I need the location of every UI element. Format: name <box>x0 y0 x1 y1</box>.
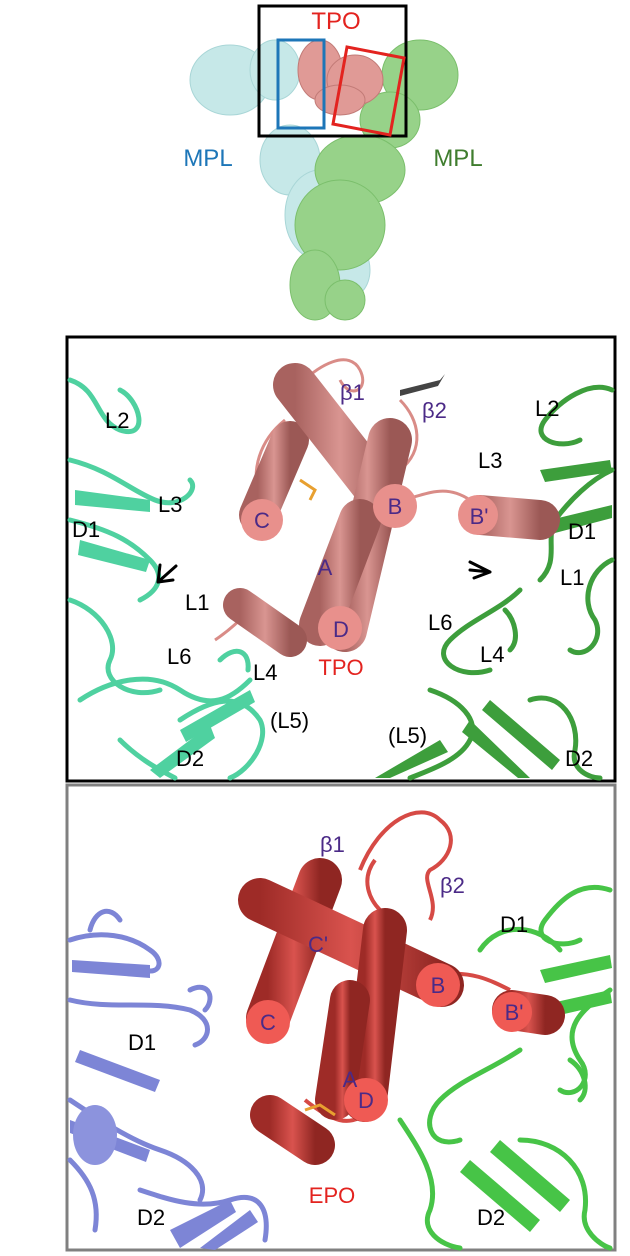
overview-structure: TPO MPL MPL <box>183 4 483 321</box>
tpo-label-helix-c: C <box>254 508 270 533</box>
epo-left-label-d1: D1 <box>128 1030 156 1055</box>
tpo-right-label-l6: L6 <box>428 610 452 635</box>
epo-ligand <box>238 810 565 1165</box>
tpo-label-ligand: TPO <box>318 655 363 680</box>
tpo-label-helix-a: A <box>318 555 333 580</box>
epo-left-label-d2: D2 <box>137 1205 165 1230</box>
tpo-left-receptor <box>67 377 266 781</box>
epo-complex-panel: β1 β2 C' C B B' A D EPO D1 D2 D1 D2 <box>65 783 617 1252</box>
epo-left-receptor-strands <box>70 960 258 1250</box>
tpo-right-receptor-strands <box>375 460 612 778</box>
tpo-left-label-l3: L3 <box>158 492 182 517</box>
tpo-complex-panel: β1 β2 C B B' A D TPO L2 L3 D1 L1 L6 L4 (… <box>65 335 617 783</box>
epo-helix-b-cap <box>416 963 460 1007</box>
overview-red-box <box>331 45 406 137</box>
tpo-label-helix-bprime: B' <box>470 504 489 529</box>
epo-right-receptor <box>397 884 613 1251</box>
epo-right-label-d1: D1 <box>500 912 528 937</box>
tpo-right-label-l2: L2 <box>535 396 559 421</box>
tpo-right-arrow-icon <box>468 560 492 580</box>
tpo-left-arrow-icon <box>156 563 178 584</box>
epo-left-helix <box>73 1105 117 1165</box>
overview-tpo-label: TPO <box>311 8 360 35</box>
epo-label-helix-b: B <box>431 973 446 998</box>
tpo-helix-d-cap <box>318 606 362 650</box>
tpo-helix-b-cap <box>373 484 417 528</box>
tpo-label-helix-b: B <box>388 494 403 519</box>
tpo-right-label-l4: L4 <box>480 642 504 667</box>
overview-black-box <box>257 4 408 138</box>
tpo-right-label-d2: D2 <box>565 746 593 771</box>
tpo-helix-bprime-cap <box>458 495 498 535</box>
tpo-label-beta1: β1 <box>340 380 365 405</box>
tpo-left-label-l5: (L5) <box>270 708 309 733</box>
overview-blue-box <box>276 38 326 130</box>
tpo-label-helix-d: D <box>333 617 349 642</box>
tpo-left-label-d2: D2 <box>176 746 204 771</box>
tpo-left-label-l4: L4 <box>253 660 277 685</box>
tpo-label-beta2: β2 <box>422 398 447 423</box>
epo-label-beta2: β2 <box>440 873 465 898</box>
tpo-left-label-l6: L6 <box>167 644 191 669</box>
epo-label-helix-c: C <box>260 1010 276 1035</box>
epo-label-helix-bprime: B' <box>505 1000 524 1025</box>
epo-label-ligand: EPO <box>309 1183 355 1208</box>
tpo-left-label-l1: L1 <box>185 590 209 615</box>
epo-right-label-d2: D2 <box>477 1205 505 1230</box>
overview-mpl-left-label: MPL <box>183 145 232 172</box>
tpo-helix-c-cap <box>241 499 283 541</box>
tpo-ligand <box>214 358 560 657</box>
epo-label-beta1: β1 <box>320 832 345 857</box>
tpo-surface <box>297 39 384 116</box>
epo-label-helix-cprime: C' <box>308 932 328 957</box>
epo-helix-c-cap <box>246 1000 290 1044</box>
tpo-right-label-l3: L3 <box>478 448 502 473</box>
epo-helix-bprime-cap <box>492 992 532 1032</box>
tpo-right-label-l1: L1 <box>560 565 584 590</box>
tpo-left-label-d1: D1 <box>72 517 100 542</box>
epo-helix-d-cap <box>344 1078 388 1122</box>
tpo-right-label-l5: (L5) <box>388 723 427 748</box>
epo-label-helix-d: D <box>358 1088 374 1113</box>
tpo-left-label-l2: L2 <box>105 408 129 433</box>
tpo-left-receptor-strands <box>75 490 255 778</box>
overview-mpl-right-label: MPL <box>433 145 482 172</box>
mpl-right-surface <box>289 39 459 321</box>
epo-label-helix-a: A <box>343 1067 358 1092</box>
tpo-right-label-d1: D1 <box>568 519 596 544</box>
